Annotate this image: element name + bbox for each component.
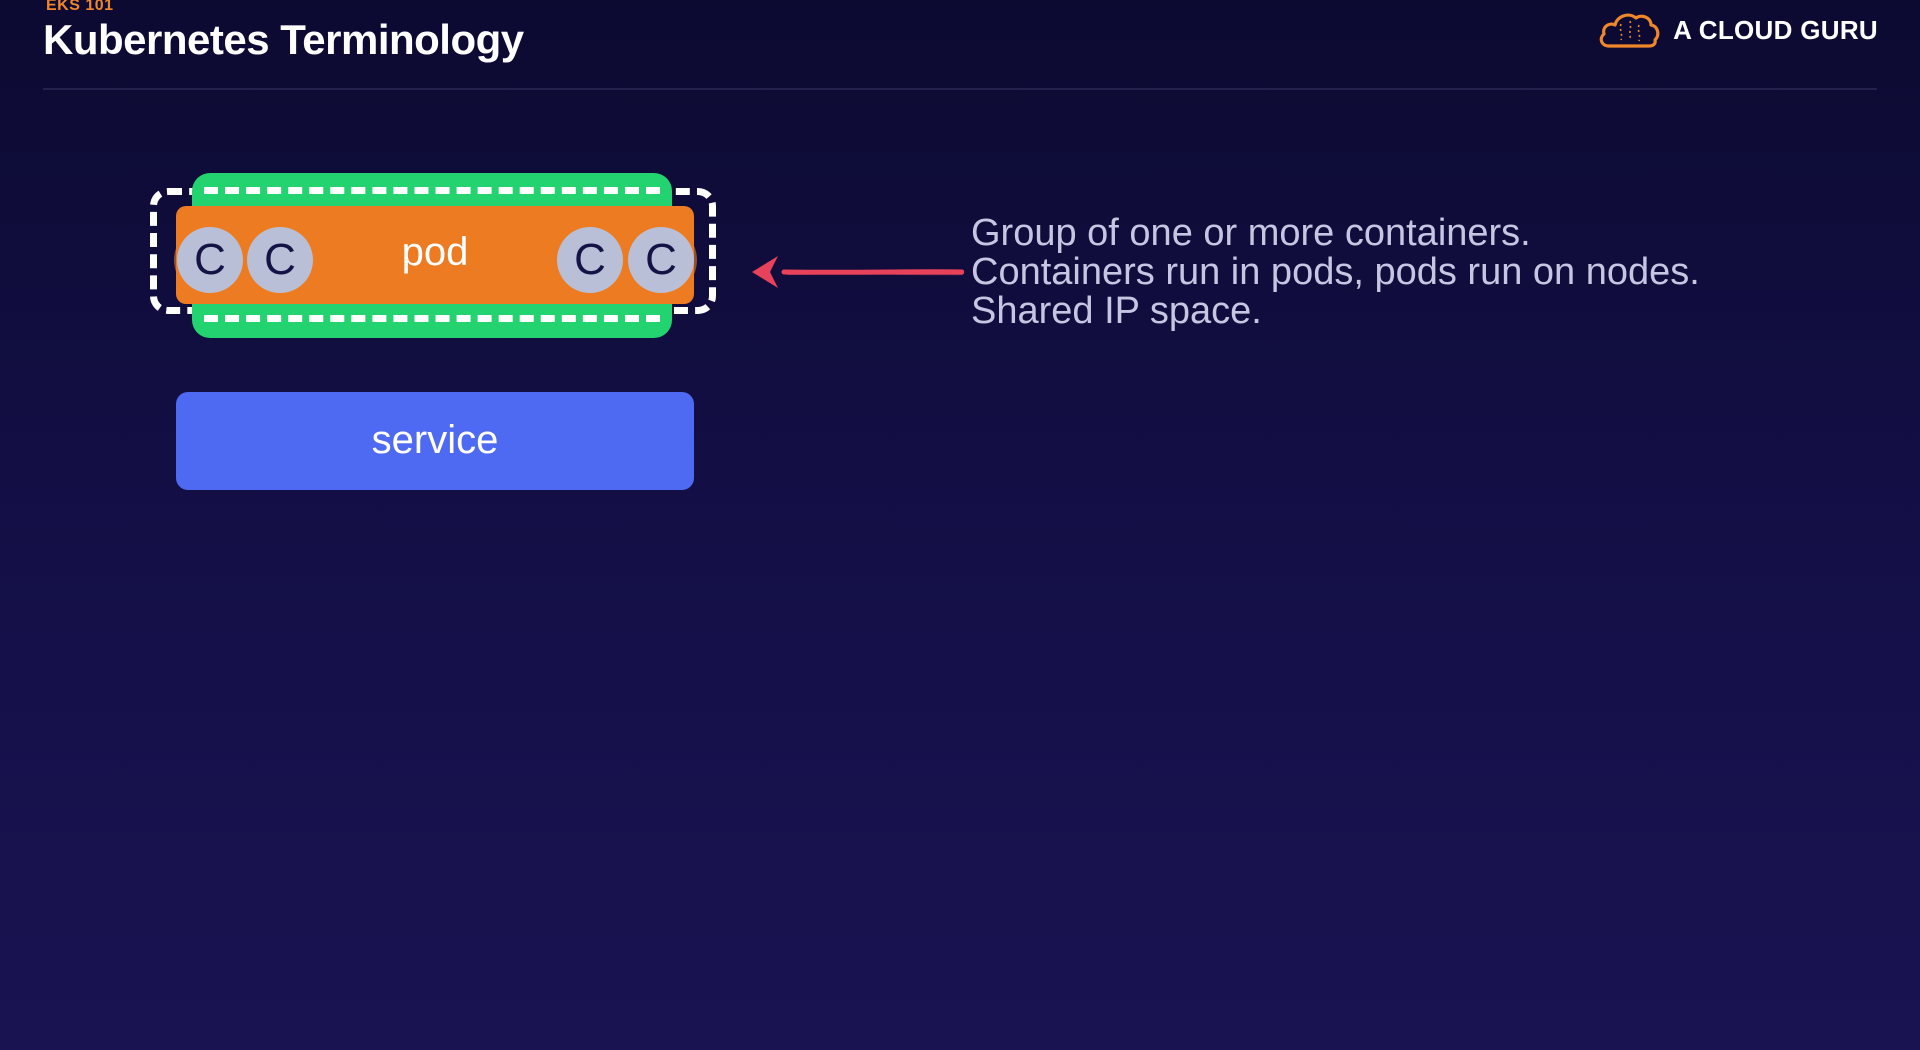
container-circle: C — [628, 227, 694, 293]
pod-description: Group of one or more containers. Contain… — [971, 214, 1700, 331]
container-circle: C — [247, 227, 313, 293]
slide-title: Kubernetes Terminology — [43, 16, 524, 63]
service-box: service — [176, 392, 694, 490]
network-dashed-line-top — [204, 187, 660, 194]
description-line: Containers run in pods, pods run on node… — [971, 251, 1700, 293]
header-divider — [43, 88, 1877, 90]
container-circle: C — [557, 227, 623, 293]
description-line: Group of one or more containers. — [971, 212, 1531, 254]
course-label: EKS 101 — [46, 0, 114, 14]
brand: A CLOUD GURU — [1597, 8, 1878, 52]
service-label: service — [371, 418, 499, 462]
description-line: Shared IP space. — [971, 290, 1262, 332]
brand-name: A CLOUD GURU — [1673, 14, 1878, 45]
container-circle: C — [177, 227, 243, 293]
cloud-logo-icon — [1599, 13, 1660, 48]
pod-label: pod — [401, 230, 469, 274]
pointer-arrow-icon — [752, 256, 964, 288]
network-dashed-line-bottom — [204, 315, 660, 322]
